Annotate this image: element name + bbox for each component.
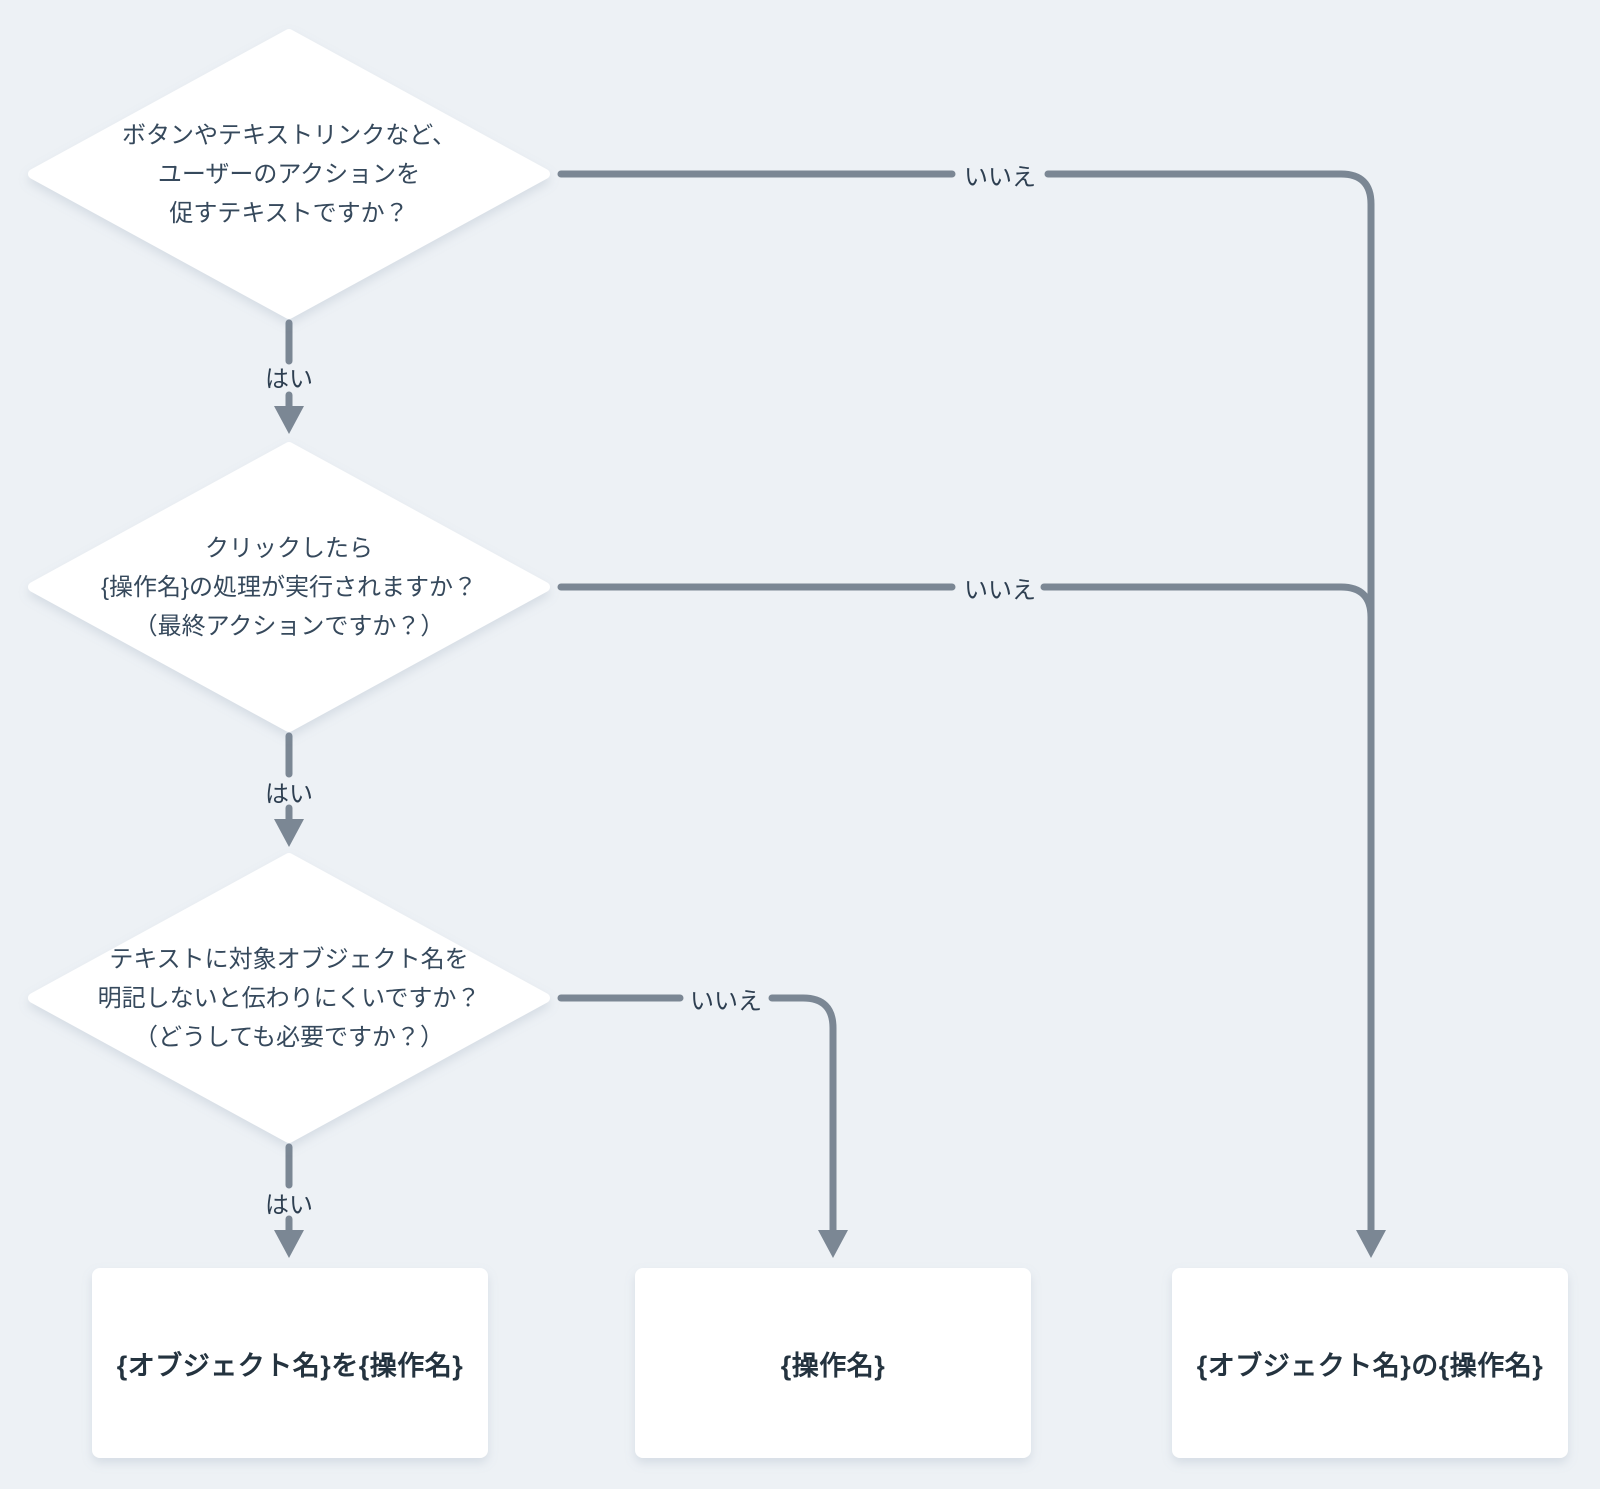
- edge-yes-2-arrowhead-icon: [274, 819, 304, 847]
- edge-no-3-arrowhead-icon: [818, 1230, 848, 1258]
- result-1-box: [92, 1268, 488, 1458]
- edge-yes-3-arrowhead-icon: [274, 1230, 304, 1258]
- edge-no-1-line: [557, 170, 1375, 1234]
- edge-no-12-arrowhead-icon: [1356, 1230, 1386, 1258]
- edge-yes-1-arrowhead-icon: [274, 406, 304, 434]
- decision-3-diamond: [28, 853, 550, 1143]
- decision-1-diamond: [28, 29, 550, 319]
- result-2-box: [635, 1268, 1031, 1458]
- edge-no-3-line: [557, 994, 837, 1234]
- edge-no-2-line: [557, 583, 1375, 621]
- result-3-box: [1172, 1268, 1568, 1458]
- decision-2-diamond: [28, 442, 550, 732]
